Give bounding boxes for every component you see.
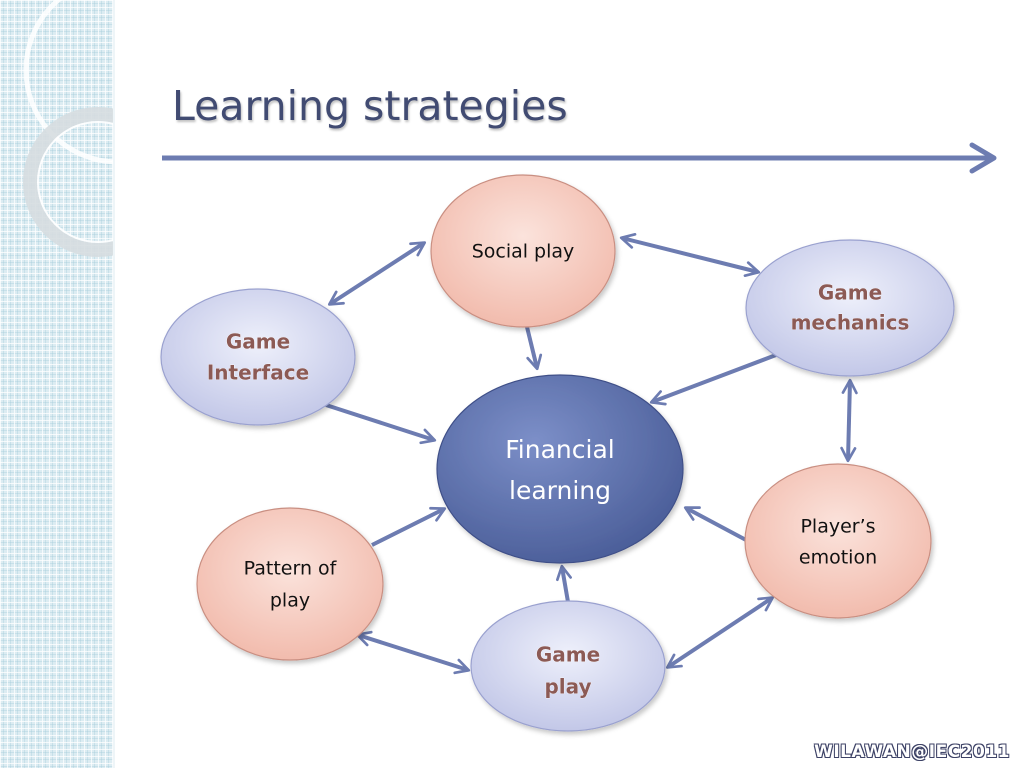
connectors (325, 232, 858, 675)
node-game-play-label-line1: Game (536, 643, 600, 667)
node-pattern-of-play: Pattern of play (196, 507, 384, 661)
title-rule-arrowhead (969, 142, 997, 174)
node-pattern-of-play-label-line1: Pattern of (244, 558, 338, 580)
arrow-pattern-of-play-to-center (371, 506, 447, 547)
footer-credit: WILAWAN@IEC2011 (814, 742, 1010, 762)
node-game-interface-shape (160, 288, 356, 426)
arrow-social-play-to-center (525, 326, 543, 371)
arrow-social-play-game-mechanics (619, 232, 761, 278)
arrow-game-mechanics-to-center (649, 353, 777, 406)
node-social-play-label: Social play (472, 241, 575, 263)
node-game-play-shape (470, 600, 666, 732)
arrow-game-play-to-center (556, 564, 572, 603)
node-game-mechanics: Game mechanics (745, 239, 955, 377)
node-pattern-of-play-shape (196, 507, 384, 661)
node-game-play-label-line2: play (544, 675, 591, 699)
node-players-emotion: Player’s emotion (744, 463, 932, 619)
node-financial-learning: Financial learning (436, 374, 684, 564)
node-financial-learning-shape (436, 374, 684, 564)
side-divider (113, 0, 115, 768)
node-social-play: Social play (430, 174, 616, 328)
slide-title: Learning strategies (172, 82, 568, 130)
node-financial-learning-label-line1: Financial (505, 435, 614, 464)
node-players-emotion-label-line2: emotion (799, 547, 877, 569)
node-game-mechanics-label-line2: mechanics (791, 311, 910, 335)
title-rule-arrow (162, 142, 997, 174)
node-players-emotion-shape (744, 463, 932, 619)
node-game-interface-label-line2: Interface (207, 361, 309, 385)
arrow-players-emotion-to-center (683, 506, 747, 542)
arrow-social-play-game-interface (327, 241, 427, 306)
node-game-interface: Game Interface (160, 288, 356, 426)
node-game-mechanics-shape (745, 239, 955, 377)
node-social-play-shape (430, 174, 616, 328)
node-players-emotion-label-line1: Player’s (800, 516, 875, 538)
node-game-mechanics-label-line1: Game (818, 281, 882, 305)
decorative-side-band (0, 0, 213, 768)
arrow-game-play-pattern-of-play (355, 630, 471, 675)
arrow-game-interface-to-center (325, 403, 437, 445)
node-game-interface-label-line1: Game (226, 330, 290, 354)
arrow-game-mechanics-players-emotion (840, 378, 858, 463)
node-financial-learning-label-line2: learning (509, 476, 611, 505)
node-pattern-of-play-label-line2: play (270, 590, 310, 612)
node-game-play: Game play (470, 600, 666, 732)
arrow-players-emotion-game-play (665, 596, 775, 669)
